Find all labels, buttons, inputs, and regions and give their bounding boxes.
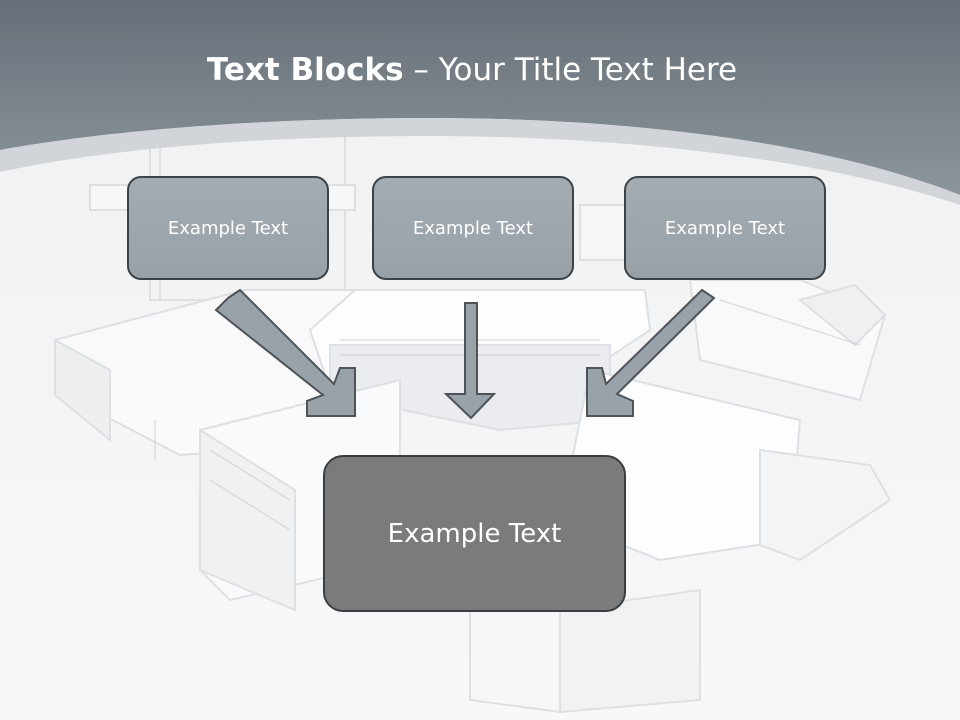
arrow-right — [586, 288, 716, 417]
text-block-center-label: Example Text — [412, 217, 534, 239]
arrow-center — [443, 302, 497, 420]
text-block-right-label: Example Text — [664, 217, 786, 239]
title-dash: – — [403, 52, 439, 88]
slide-title: Text Blocks – Your Title Text Here — [0, 52, 944, 88]
text-block-left-label: Example Text — [167, 217, 289, 239]
text-block-main: Example Text — [323, 455, 626, 612]
text-block-center: Example Text — [372, 176, 574, 280]
text-block-right: Example Text — [624, 176, 826, 280]
title-rest-part: Your Title Text Here — [438, 52, 738, 88]
title-bold-part: Text Blocks — [206, 52, 404, 88]
text-block-left: Example Text — [127, 176, 329, 280]
arrow-left — [214, 288, 356, 417]
text-block-main-label: Example Text — [387, 518, 562, 549]
